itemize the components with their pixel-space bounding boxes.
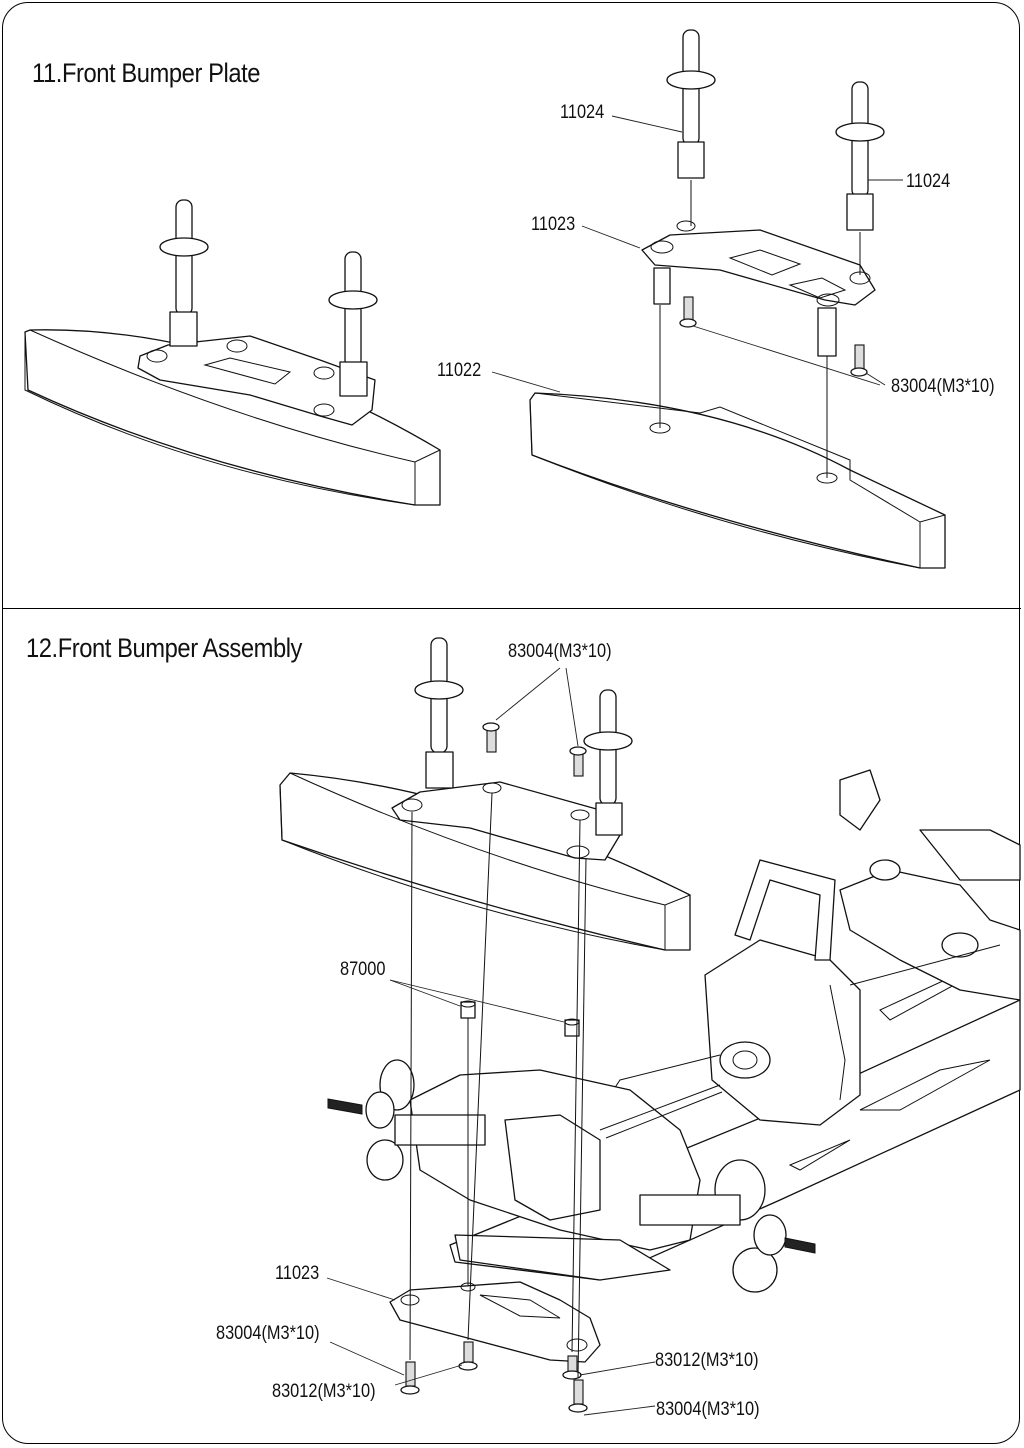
left-wheel-hub	[327, 1059, 486, 1181]
body-post-11024-right	[835, 81, 885, 231]
alignment-lines	[659, 180, 861, 478]
right-wheel-hub	[639, 1159, 816, 1293]
assembly-alignment-lines	[409, 792, 587, 1379]
step-11-title: 11.Front Bumper Plate	[32, 58, 261, 88]
roll-cage	[734, 859, 836, 961]
step-12-title: 12.Front Bumper Assembly	[26, 633, 303, 663]
label-body-post-11024-right: 11024	[906, 171, 951, 192]
assembled-bumper-foam	[24, 329, 441, 506]
label-screw-83012-left: 83012(M3*10)	[272, 1381, 376, 1402]
label-screw-83004-right: 83004(M3*10)	[656, 1399, 760, 1420]
gearbox-housing	[599, 939, 861, 1126]
lower-bumper-plate-11023	[389, 1281, 601, 1363]
label-top-screw-83004: 83004(M3*10)	[508, 641, 612, 662]
top-screws-83004	[482, 722, 587, 777]
screws-83004	[679, 296, 868, 377]
assembled-body-post-right	[328, 251, 378, 397]
assembly-bumper-plate	[391, 781, 621, 861]
label-nut-87000: 87000	[340, 959, 386, 980]
label-lower-plate-11023: 11023	[275, 1263, 320, 1284]
label-screw-83004-left: 83004(M3*10)	[216, 1323, 320, 1344]
assembly-body-post-right	[583, 689, 633, 836]
assembled-body-post-left	[159, 199, 209, 347]
bumper-plate-11023	[641, 220, 876, 357]
label-bumper-plate-11023: 11023	[531, 214, 576, 235]
leader-lines-12	[326, 667, 656, 1416]
assembly-bumper-foam	[279, 772, 691, 951]
leader-lines-11	[491, 115, 903, 393]
section-divider	[2, 608, 1021, 609]
assembly-body-post-left	[414, 637, 464, 789]
bottom-screws	[400, 1341, 588, 1413]
assembled-bumper-plate	[137, 335, 376, 426]
label-screw-83012-right: 83012(M3*10)	[655, 1350, 759, 1371]
bumper-foam-11022	[529, 392, 946, 569]
body-post-11024-left	[666, 29, 716, 179]
nuts-87000	[460, 1000, 580, 1037]
rear-suspension	[839, 769, 1021, 1001]
drive-shaft	[599, 1084, 723, 1139]
label-bumper-foam-11022: 11022	[437, 360, 482, 381]
label-body-post-11024-left: 11024	[560, 102, 605, 123]
label-screw-83004: 83004(M3*10)	[891, 376, 995, 397]
